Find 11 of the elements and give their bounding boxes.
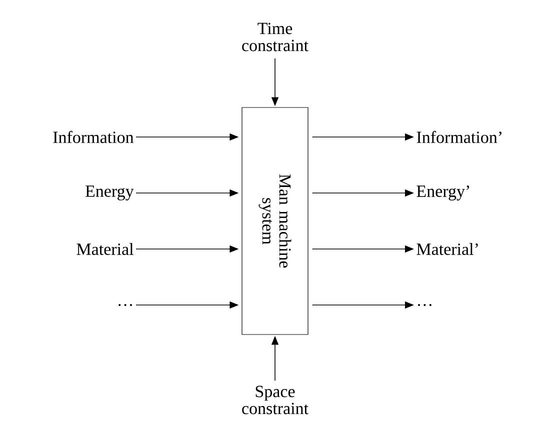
- constraint-label: Space constraint: [242, 386, 308, 414]
- input-label: Material: [76, 243, 134, 255]
- constraint-label: Time constraint: [242, 22, 308, 52]
- input-label: Energy: [86, 186, 134, 200]
- input-label: …: [118, 304, 132, 306]
- output-label: …: [418, 304, 432, 306]
- output-label: Energy’: [416, 186, 470, 200]
- output-label: Information’: [416, 130, 502, 144]
- output-label: Material’: [416, 243, 478, 255]
- system-box: Man machine system: [242, 107, 308, 335]
- input-label: Information: [53, 130, 134, 144]
